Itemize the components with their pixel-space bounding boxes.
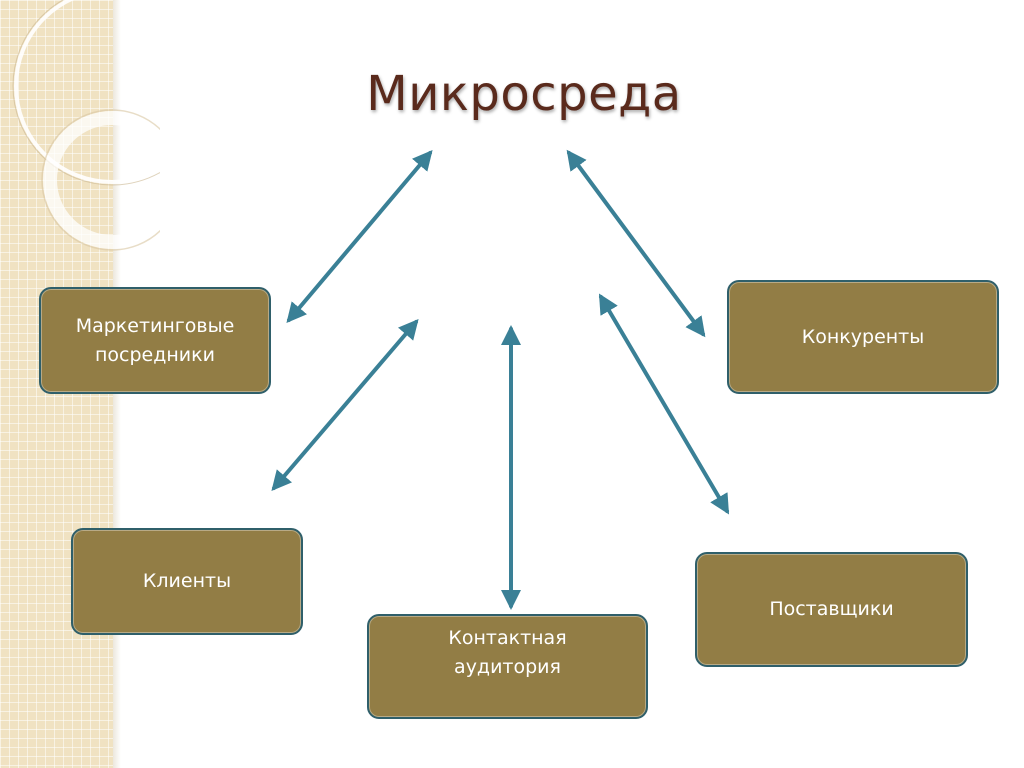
node-label: Конкуренты (801, 325, 925, 348)
node-label: Маркетинговые посредники (75, 314, 235, 366)
node-marketing-intermediaries: Маркетинговые посредники (39, 287, 271, 394)
node-competitors: Конкуренты (727, 280, 999, 394)
node-clients: Клиенты (71, 528, 303, 635)
arrow-title-competitors (566, 149, 706, 338)
decorative-rings (12, 0, 160, 251)
diagram-title: Микросреда (366, 66, 682, 122)
arrow-center-suppliers (598, 293, 730, 515)
node-label: Поставщики (769, 598, 894, 620)
arrow-title-intermediaries (286, 149, 433, 324)
node-contact-audience: Контактная аудитория (367, 614, 648, 719)
node-label: Контактная аудитория (448, 627, 567, 678)
arrow-center-clients (271, 318, 419, 492)
node-label: Клиенты (142, 570, 232, 592)
node-suppliers: Поставщики (695, 552, 968, 667)
